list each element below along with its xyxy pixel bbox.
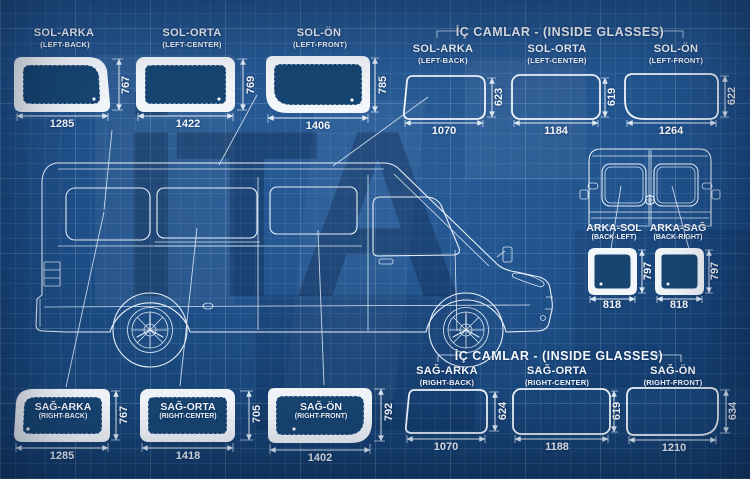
sol-on-outer-sub: (LEFT-FRONT)	[292, 40, 348, 49]
sag-on-inner-width: 1210	[661, 442, 687, 454]
sol-orta-inner-height: 619	[606, 87, 618, 107]
sag-orta-outer-height: 705	[251, 404, 263, 424]
arka-sag-name: ARKA-SAĞ	[649, 222, 707, 234]
arka-sag-sub: (BACK-RIGHT)	[653, 234, 703, 241]
sol-on-inner-sub: (LEFT-FRONT)	[648, 56, 704, 65]
arka-sag-width: 818	[669, 299, 689, 311]
back-window-frames	[588, 248, 704, 295]
sag-on-outer-width: 1402	[307, 452, 333, 464]
van-rear-view	[579, 148, 721, 227]
sol-on-outer-height: 785	[377, 75, 389, 95]
inside-right-glass-outlines	[404, 387, 719, 436]
sol-orta-inner-sub: (LEFT-CENTER)	[527, 56, 587, 65]
sol-orta-outer-width: 1422	[175, 118, 201, 130]
header-brackets	[436, 30, 684, 362]
arka-sol-name: ARKA-SOL	[586, 222, 642, 234]
sag-arka-inner-name: SAĞ-ARKA	[416, 365, 478, 377]
sag-orta-outer-width: 1418	[175, 450, 201, 462]
arka-sag-height: 797	[709, 261, 721, 281]
van-side-view	[35, 162, 553, 368]
sag-arka-inner-height: 624	[497, 401, 509, 421]
sol-on-outer-width: 1406	[305, 120, 331, 132]
sag-arka-inner-width: 1070	[433, 441, 459, 453]
sag-arka-outer-height: 767	[118, 405, 130, 425]
front-wheel	[428, 292, 504, 368]
arka-sol-height: 797	[642, 261, 654, 281]
sol-orta-inner-width: 1184	[544, 125, 568, 137]
inside-glasses-header-bottom: İÇ CAMLAR - (INSIDE GLASSES)	[454, 349, 664, 363]
sol-on-outer-name: SOL-ÖN	[296, 27, 342, 39]
sol-arka-outer-width: 1285	[49, 118, 75, 130]
sol-arka-outer-name: SOL-ARKA	[33, 27, 95, 39]
sol-arka-inner-height: 623	[493, 87, 505, 107]
sag-arka-inner-sub: (RIGHT-BACK)	[419, 378, 475, 387]
dimension-lines	[15, 57, 730, 454]
outside-right-window-frames	[14, 388, 372, 443]
outside-left-window-frames	[14, 56, 370, 113]
sol-on-inner-name: SOL-ÖN	[653, 43, 699, 55]
sag-on-outer-height: 792	[383, 402, 395, 422]
sol-arka-inner-sub: (LEFT-BACK)	[418, 56, 468, 65]
leader-lines	[65, 94, 690, 388]
arka-sol-sub: (BACK-LEFT)	[591, 234, 637, 241]
sol-arka-outer-sub: (LEFT-BACK)	[40, 40, 90, 49]
sag-orta-inner-width: 1188	[545, 441, 569, 453]
sol-orta-inner-name: SOL-ORTA	[527, 43, 587, 55]
sag-orta-outer-sub: (RIGHT-CENTER)	[159, 413, 217, 420]
sol-on-inner-height: 622	[726, 86, 738, 106]
arka-sol-width: 818	[602, 299, 622, 311]
sag-orta-inner-name: SAĞ-ORTA	[526, 365, 588, 377]
sag-on-outer-name: SAĞ-ÖN	[300, 401, 342, 413]
sag-on-inner-sub: (RIGHT-FRONT)	[643, 378, 703, 387]
sag-arka-outer-sub: (RIGHT-BACK)	[38, 413, 88, 420]
sag-orta-inner-height: 619	[611, 401, 623, 421]
sol-arka-inner-width: 1070	[431, 125, 457, 137]
inside-left-glass-outlines	[402, 73, 719, 120]
sag-on-inner-height: 634	[727, 401, 739, 421]
inside-glasses-header-top: İÇ CAMLAR - (INSIDE GLASSES)	[455, 25, 665, 39]
sag-arka-outer-width: 1285	[49, 450, 75, 462]
sag-orta-inner-sub: (RIGHT-CENTER)	[524, 378, 590, 387]
sag-arka-outer-name: SAĞ-ARKA	[34, 401, 92, 413]
sol-arka-outer-height: 767	[120, 75, 132, 95]
sol-orta-outer-name: SOL-ORTA	[162, 27, 222, 39]
sag-on-outer-sub: (RIGHT-FRONT)	[294, 413, 348, 420]
rear-wheel	[112, 292, 188, 368]
sol-orta-outer-sub: (LEFT-CENTER)	[162, 40, 222, 49]
sol-orta-outer-height: 769	[245, 75, 257, 95]
sag-on-inner-name: SAĞ-ÖN	[650, 365, 696, 377]
sol-on-inner-width: 1264	[658, 125, 684, 137]
sag-orta-outer-name: SAĞ-ORTA	[160, 401, 216, 413]
sol-arka-inner-name: SOL-ARKA	[412, 43, 474, 55]
